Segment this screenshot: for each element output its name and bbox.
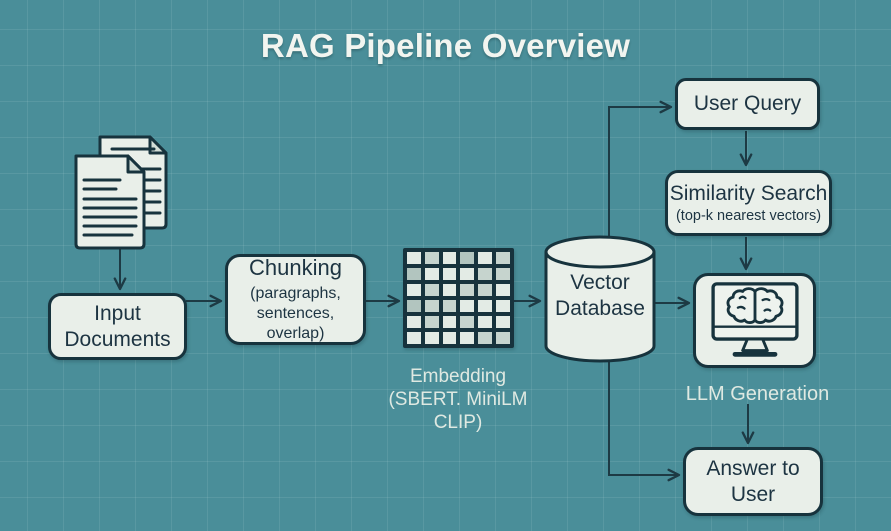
node-answer-to-user: Answer to User [683,447,823,516]
matrix-cell [442,252,457,264]
matrix-cell [442,332,457,344]
monitor-brain-icon [710,281,799,357]
matrix-cell [478,332,493,344]
vector-database-label: Vector Database [555,271,645,321]
node-vector-database: Vector Database [542,232,658,368]
matrix-cell [424,316,439,328]
matrix-cell [407,300,421,312]
matrix-cell [407,316,421,328]
user-query-label: User Query [693,92,802,116]
matrix-cell [442,316,457,328]
matrix-cell [460,268,475,280]
node-user-query: User Query [675,78,820,130]
node-llm [693,273,816,368]
matrix-cell [407,268,421,280]
embedding-title: Embedding [409,366,507,387]
matrix-cell [478,284,493,296]
similarity-search-subtitle: (top-k nearest vectors) [675,207,822,224]
matrix-cell [460,300,475,312]
database-cylinder-icon [544,235,656,363]
matrix-cell [496,316,510,328]
matrix-cell [460,316,475,328]
page-title: RAG Pipeline Overview [260,27,631,64]
matrix-cell [424,332,439,344]
matrix-cell [496,300,510,312]
matrix-cell [496,268,510,280]
chunking-subtitle: (paragraphs, sentences, overlap) [250,284,341,342]
matrix-cell [478,316,493,328]
matrix-cell [407,332,421,344]
node-similarity-search: Similarity Search (top-k nearest vectors… [665,170,832,236]
answer-to-user-label: Answer to User [706,456,800,506]
node-chunking: Chunking (paragraphs, sentences, overlap… [225,254,366,345]
matrix-cell [424,252,439,264]
matrix-cell [442,300,457,312]
node-input-documents: Input Documents [48,293,187,360]
documents-icon [74,135,168,250]
matrix-cell [460,252,475,264]
matrix-cell [496,284,510,296]
matrix-cell [478,268,493,280]
matrix-cell [496,332,510,344]
matrix-cell [460,332,475,344]
embedding-matrix-grid [403,248,514,348]
matrix-cell [424,284,439,296]
arrow-vectordb-to-answer [608,355,681,482]
embedding-label: Embedding (SBERT. MiniLM CLIP) [366,366,550,434]
chunking-title: Chunking [249,255,342,281]
input-documents-label: Input Documents [64,301,171,351]
matrix-cell [407,252,421,264]
embedding-subtitle: (SBERT. MiniLM CLIP) [388,388,528,433]
llm-generation-label: LLM Generation [685,383,830,405]
matrix-cell [407,284,421,296]
matrix-cell [460,284,475,296]
arrow-vectordb-to-userquery [608,100,673,250]
matrix-cell [442,284,457,296]
matrix-cell [478,300,493,312]
matrix-cell [496,252,510,264]
matrix-cell [424,300,439,312]
matrix-cell [442,268,457,280]
matrix-cell [424,268,439,280]
matrix-cell [478,252,493,264]
similarity-search-title: Similarity Search [669,182,828,206]
